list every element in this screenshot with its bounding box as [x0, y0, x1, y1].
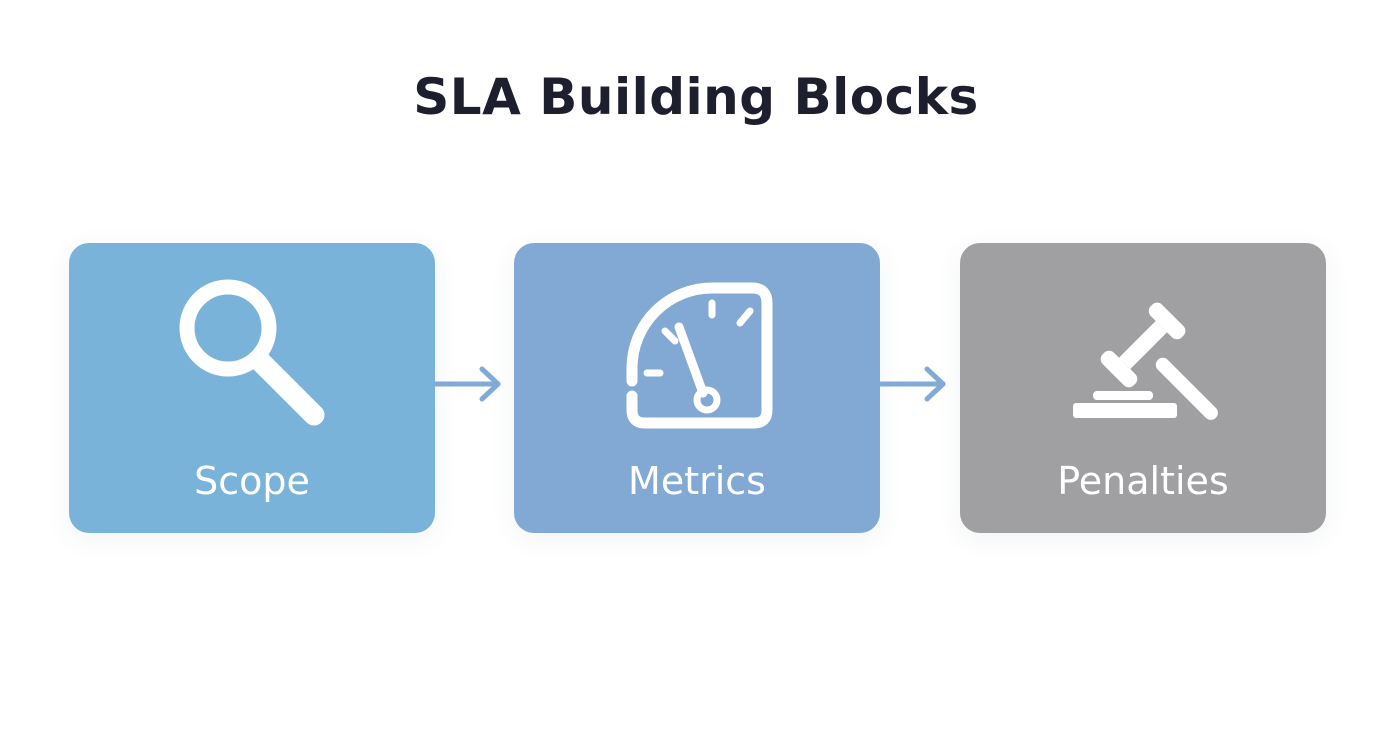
- arrow-metrics-to-penalties: [879, 366, 946, 402]
- gavel-icon: [1073, 302, 1218, 420]
- diagram-title: SLA Building Blocks: [413, 68, 979, 126]
- block-metrics: Metrics: [514, 243, 880, 533]
- block-label-scope: Scope: [194, 459, 310, 503]
- magnifying-glass-icon: [179, 279, 325, 426]
- arrow-scope-to-metrics: [434, 366, 501, 402]
- block-label-metrics: Metrics: [628, 459, 766, 503]
- block-penalties: Penalties: [960, 243, 1326, 533]
- block-label-penalties: Penalties: [1057, 459, 1229, 503]
- block-scope: Scope: [69, 243, 435, 533]
- gauge-icon: [626, 282, 773, 429]
